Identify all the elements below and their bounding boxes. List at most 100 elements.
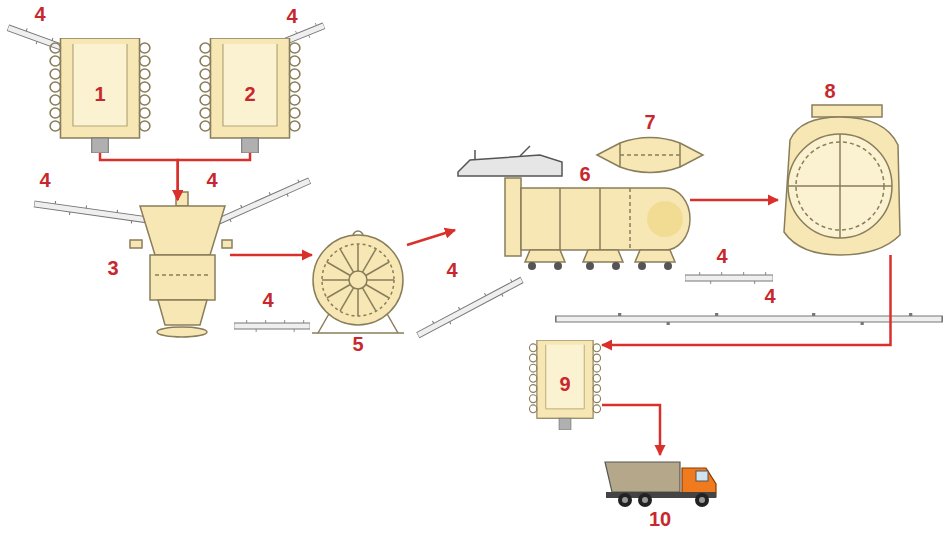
drum — [327, 285, 350, 299]
rotary-kiln — [521, 188, 690, 250]
callout-number: 5 — [352, 334, 363, 354]
callout-number: 7 — [644, 112, 655, 132]
dump-truck — [618, 493, 709, 507]
dump-truck — [622, 497, 628, 503]
drum — [322, 244, 394, 316]
furnace-node: 2 — [198, 38, 302, 153]
conveyor — [415, 275, 525, 341]
flow-arrow — [407, 230, 455, 245]
rotary-kiln — [629, 188, 631, 250]
drum — [363, 288, 377, 311]
cooler — [812, 105, 882, 117]
mixer — [130, 240, 142, 248]
cooler — [788, 134, 892, 238]
furnace-node: 9 — [528, 340, 602, 430]
callout-number: 1 — [94, 84, 105, 104]
callout-number: 4 — [716, 246, 727, 266]
cyclone — [620, 154, 680, 156]
drum — [367, 279, 394, 281]
rotary-kiln — [664, 262, 672, 270]
flow-arrow — [690, 199, 778, 202]
callout-number: 9 — [559, 374, 570, 394]
rotary-kiln — [635, 250, 675, 262]
mixer — [222, 240, 232, 248]
cooler-node: 8 — [778, 105, 903, 255]
rotary-kiln — [525, 250, 565, 262]
conveyor — [234, 320, 310, 332]
truck-node: 10 — [600, 455, 720, 530]
drum — [327, 262, 350, 276]
rotary-kiln — [458, 155, 562, 176]
flow-arrow — [230, 254, 312, 257]
flow-arrow — [602, 255, 891, 345]
kiln-node: 6 — [455, 160, 690, 270]
drum — [340, 288, 354, 311]
callout-number: 4 — [262, 290, 273, 310]
cyclone — [597, 138, 703, 173]
rotary-kiln — [520, 146, 530, 156]
mixer-node: 3 — [135, 200, 230, 340]
drum — [318, 312, 330, 333]
induction-furnace — [50, 38, 150, 153]
mixer — [140, 206, 225, 255]
drum — [363, 249, 377, 272]
callout-number: 4 — [34, 4, 45, 24]
cooler — [839, 134, 841, 238]
induction-furnace — [529, 340, 600, 430]
mixer — [157, 327, 207, 337]
rotary-kiln — [583, 250, 623, 262]
mixer — [150, 255, 215, 300]
mixer — [155, 274, 210, 276]
dump-truck — [699, 497, 705, 503]
drum — [386, 312, 398, 333]
flow-arrow — [178, 153, 250, 200]
drum — [366, 285, 389, 299]
drum — [357, 289, 359, 316]
callout-number: 4 — [206, 170, 217, 190]
dump-truck — [638, 493, 652, 507]
dump-truck — [695, 493, 709, 507]
callout-number: 4 — [446, 260, 457, 280]
rotary-kiln — [528, 262, 536, 270]
callout-number: 6 — [579, 164, 590, 184]
conveyor — [6, 20, 943, 340]
furnace-node: 1 — [48, 38, 152, 153]
rotary-kiln — [599, 188, 601, 250]
drum — [340, 249, 354, 272]
drum — [357, 244, 359, 271]
rotary-kiln — [528, 262, 672, 270]
cooler — [784, 117, 900, 255]
drum-node: 5 — [312, 230, 407, 335]
callout-number: 2 — [244, 84, 255, 104]
dump-truck — [696, 471, 708, 481]
induction-furnace — [50, 38, 600, 430]
rotary-kiln — [638, 262, 646, 270]
drum — [322, 244, 394, 316]
dump-truck — [622, 497, 705, 503]
drum — [349, 271, 367, 289]
rotary-kiln — [474, 150, 476, 160]
rotary-kiln — [647, 201, 683, 237]
cyclone-node: 7 — [595, 135, 705, 175]
mixer — [158, 300, 207, 325]
rotary-kiln — [586, 262, 594, 270]
dump-truck — [642, 497, 648, 503]
dump-truck — [605, 462, 680, 492]
conveyor — [33, 198, 158, 227]
rotary-kiln — [612, 262, 620, 270]
callout-number: 4 — [39, 170, 50, 190]
drum — [322, 279, 349, 281]
flow-arrow — [602, 405, 660, 455]
cyclone — [597, 138, 703, 173]
flow-arrow — [100, 153, 178, 200]
dump-truck — [605, 462, 716, 507]
drum — [366, 262, 389, 276]
rotary-kiln — [554, 262, 562, 270]
callout-number: 10 — [649, 509, 671, 529]
callout-number: 8 — [824, 81, 835, 101]
conveyor — [555, 313, 943, 325]
rotary-kiln — [505, 178, 521, 256]
callout-number: 4 — [286, 6, 297, 26]
